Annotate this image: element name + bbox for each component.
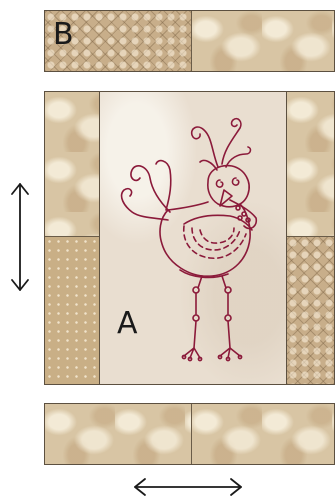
bottom-strip-floral-fabric-right <box>191 404 334 464</box>
block-a-label: A <box>117 306 138 341</box>
right-upper-floral-fabric <box>287 92 334 237</box>
block-b-label: B <box>53 17 74 52</box>
double-arrow-horizontal-icon <box>129 476 249 498</box>
bird-embroidery-icon <box>100 92 286 386</box>
double-arrow-vertical-icon <box>8 178 32 298</box>
right-lower-lattice-fabric <box>287 237 334 384</box>
left-side-column <box>45 92 100 384</box>
bottom-border-strip <box>44 403 335 465</box>
left-lower-dotted-fabric <box>45 237 99 384</box>
top-strip-floral-fabric <box>191 11 334 71</box>
main-quilt-block <box>44 91 335 385</box>
right-side-column <box>286 92 334 384</box>
bottom-strip-floral-fabric-left <box>45 404 191 464</box>
left-upper-floral-fabric <box>45 92 99 237</box>
top-border-strip-b <box>44 10 335 72</box>
